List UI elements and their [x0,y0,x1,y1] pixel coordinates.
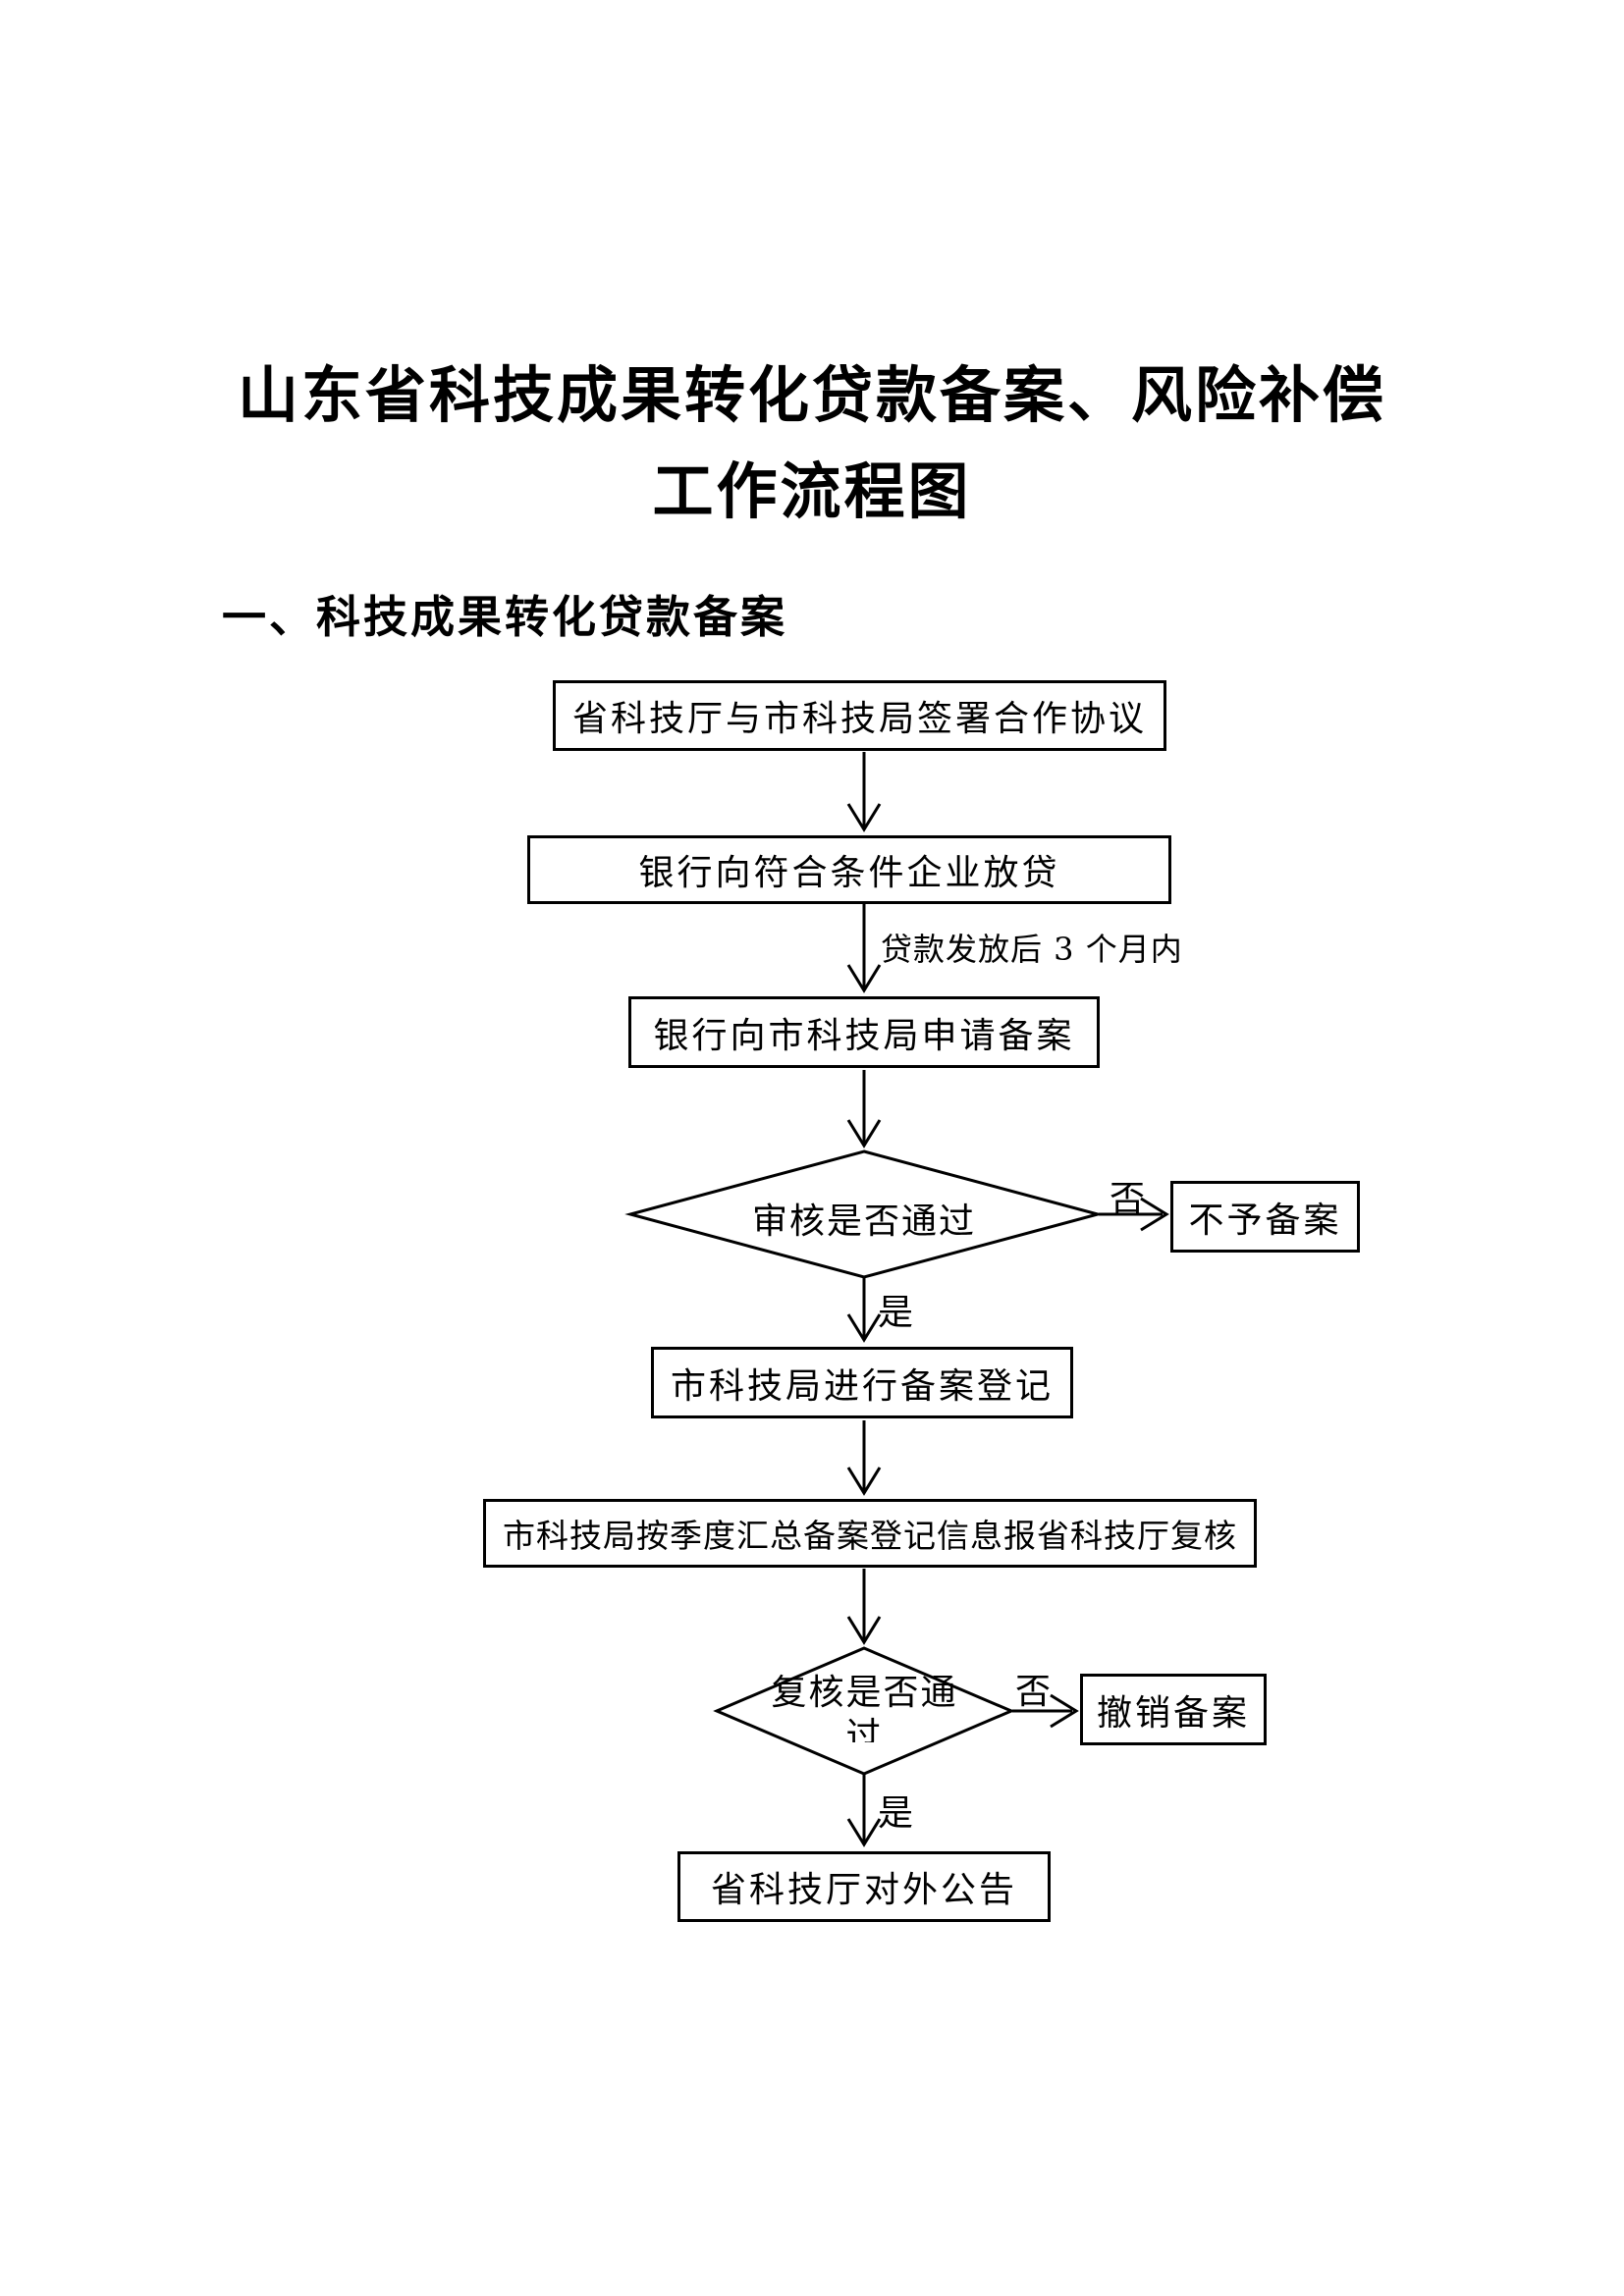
flow-box-public-notice: 省科技厅对外公告 [677,1851,1051,1922]
flow-box-sign-agreement: 省科技厅与市科技局签署合作协议 [553,680,1166,751]
arrowhead-down-1 [846,803,882,832]
flow-box-revoke-filing: 撤销备案 [1080,1674,1267,1745]
flow-box-filing-register: 市科技局进行备案登记 [651,1347,1073,1418]
section-heading: 一、科技成果转化贷款备案 [222,591,788,643]
arrowhead-down-7 [846,1818,882,1847]
flow-box-quarterly-report: 市科技局按季度汇总备案登记信息报省科技厅复核 [483,1499,1257,1568]
decision-recheck-label: 复核是否通过 [771,1673,958,1742]
edge-label-loan-period: 贷款发放后 3 个月内 [881,931,1183,968]
page-title-line2: 工作流程图 [652,455,972,527]
flow-box-bank-loan: 银行向符合条件企业放贷 [527,835,1171,904]
branch-label-no-2: 否 [1015,1672,1052,1712]
branch-label-no-1: 否 [1110,1179,1146,1219]
branch-label-yes-1: 是 [878,1293,914,1333]
arrowhead-down-6 [846,1616,882,1645]
flow-box-no-filing: 不予备案 [1170,1181,1360,1253]
arrowhead-right-2 [1050,1693,1079,1729]
flow-box-apply-filing: 银行向市科技局申请备案 [628,996,1100,1068]
arrowhead-down-2 [846,964,882,993]
page-title-line1: 山东省科技成果转化贷款备案、风险补偿 [237,359,1386,431]
arrowhead-down-4 [846,1313,882,1343]
arrowhead-down-5 [846,1467,882,1496]
decision-review-label: 审核是否通过 [751,1201,976,1242]
branch-label-yes-2: 是 [878,1793,914,1834]
arrowhead-down-3 [846,1119,882,1148]
